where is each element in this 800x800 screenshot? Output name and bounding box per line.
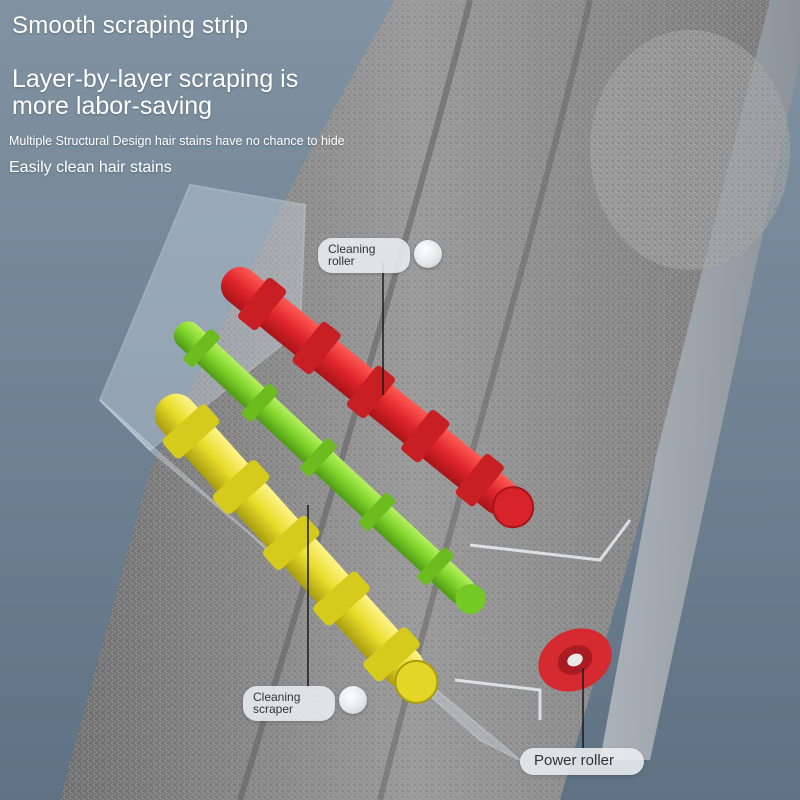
description-text-secondary: Easily clean hair stains [9, 159, 172, 176]
mop-fabric [60, 0, 790, 800]
yellow-scraper-roller [154, 393, 439, 704]
green-scraper-strip [173, 321, 486, 615]
headline: Smooth scraping strip [12, 12, 249, 39]
callout-dot-icon [414, 240, 442, 268]
callout-dot-icon [339, 686, 367, 714]
description-text: Multiple Structural Design hair stains h… [9, 134, 345, 148]
power-roller-wheel [538, 628, 612, 692]
callout-cleaning-scraper: Cleaning scraper [243, 686, 335, 721]
red-cleaning-roller [220, 266, 535, 529]
callout-cleaning-roller: Cleaning roller [318, 238, 410, 273]
subheadline: Layer-by-layer scraping is more labor-sa… [12, 65, 299, 120]
callout-power-roller: Power roller [520, 748, 644, 775]
